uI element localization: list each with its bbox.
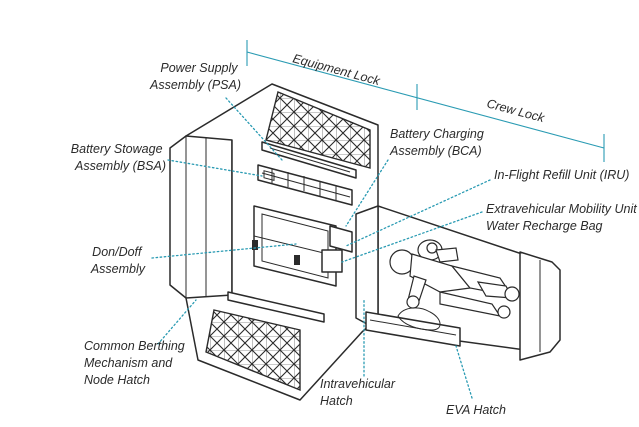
eva-hatch xyxy=(365,311,461,347)
dimension-label-crew-lock: Crew Lock xyxy=(485,96,546,125)
leader-iru xyxy=(345,179,491,247)
dimension-lines xyxy=(246,40,605,162)
label-psa: Power Supply Assembly (PSA) xyxy=(149,61,241,92)
label-cbm-line-2: Mechanism and xyxy=(84,356,173,370)
water-recharge-bag xyxy=(397,307,441,331)
common-berthing-mechanism xyxy=(169,129,233,306)
label-iv-hatch-line-1: Intravehicular xyxy=(320,377,396,391)
label-cbm-line-3: Node Hatch xyxy=(84,373,150,387)
label-bca-line-1: Battery Charging xyxy=(390,127,484,141)
leader-bsa xyxy=(167,159,263,177)
label-psa-line-2: Assembly (PSA) xyxy=(149,78,241,92)
dimension-baseline xyxy=(246,51,605,149)
label-emu-bag: Extravehicular Mobility Unit Water Recha… xyxy=(486,202,639,233)
label-psa-line-1: Power Supply xyxy=(160,61,238,75)
label-bsa-line-1: Battery Stowage xyxy=(71,142,163,156)
equipment-lock-module xyxy=(169,83,379,401)
lower-truss-panel xyxy=(205,309,301,392)
spacesuit-emu xyxy=(389,239,520,319)
label-emu-bag-line-2: Water Recharge Bag xyxy=(486,219,603,233)
label-bsa-line-2: Assembly (BSA) xyxy=(74,159,166,173)
label-bca: Battery Charging Assembly (BCA) xyxy=(389,127,487,158)
leader-cbm xyxy=(157,299,197,345)
crew-lock-module xyxy=(321,205,561,361)
leader-bca xyxy=(345,159,389,227)
leader-eva-hatch xyxy=(455,345,473,399)
label-cbm: Common Berthing Mechanism and Node Hatch xyxy=(84,339,188,387)
upper-truss-panel xyxy=(265,91,371,169)
label-iru: In-Flight Refill Unit (IRU) xyxy=(494,168,629,182)
lower-stowage-bar xyxy=(227,291,325,323)
label-iv-hatch: Intravehicular Hatch xyxy=(320,377,399,408)
intravehicular-hatch xyxy=(355,205,379,331)
leader-emu-bag xyxy=(341,211,483,263)
label-bca-line-2: Assembly (BCA) xyxy=(389,144,482,158)
leader-psa xyxy=(225,97,283,161)
label-don-doff: Don/Doff Assembly xyxy=(90,245,146,276)
label-don-doff-line-2: Assembly xyxy=(90,262,146,276)
in-flight-refill-unit xyxy=(321,249,343,273)
label-eva-hatch: EVA Hatch xyxy=(446,403,506,417)
label-iv-hatch-line-2: Hatch xyxy=(320,394,353,408)
leader-lines xyxy=(151,97,491,399)
label-cbm-line-1: Common Berthing xyxy=(84,339,185,353)
label-don-doff-line-1: Don/Doff xyxy=(92,245,143,259)
leader-don-doff xyxy=(151,243,297,259)
label-emu-bag-line-1: Extravehicular Mobility Unit xyxy=(486,202,637,216)
label-iru-line-1: In-Flight Refill Unit (IRU) xyxy=(494,168,629,182)
label-eva-hatch-line-1: EVA Hatch xyxy=(446,403,506,417)
label-bsa: Battery Stowage Assembly (BSA) xyxy=(71,142,166,173)
dimension-label-equipment-lock: Equipment Lock xyxy=(291,51,382,88)
don-doff-assembly xyxy=(252,205,337,287)
